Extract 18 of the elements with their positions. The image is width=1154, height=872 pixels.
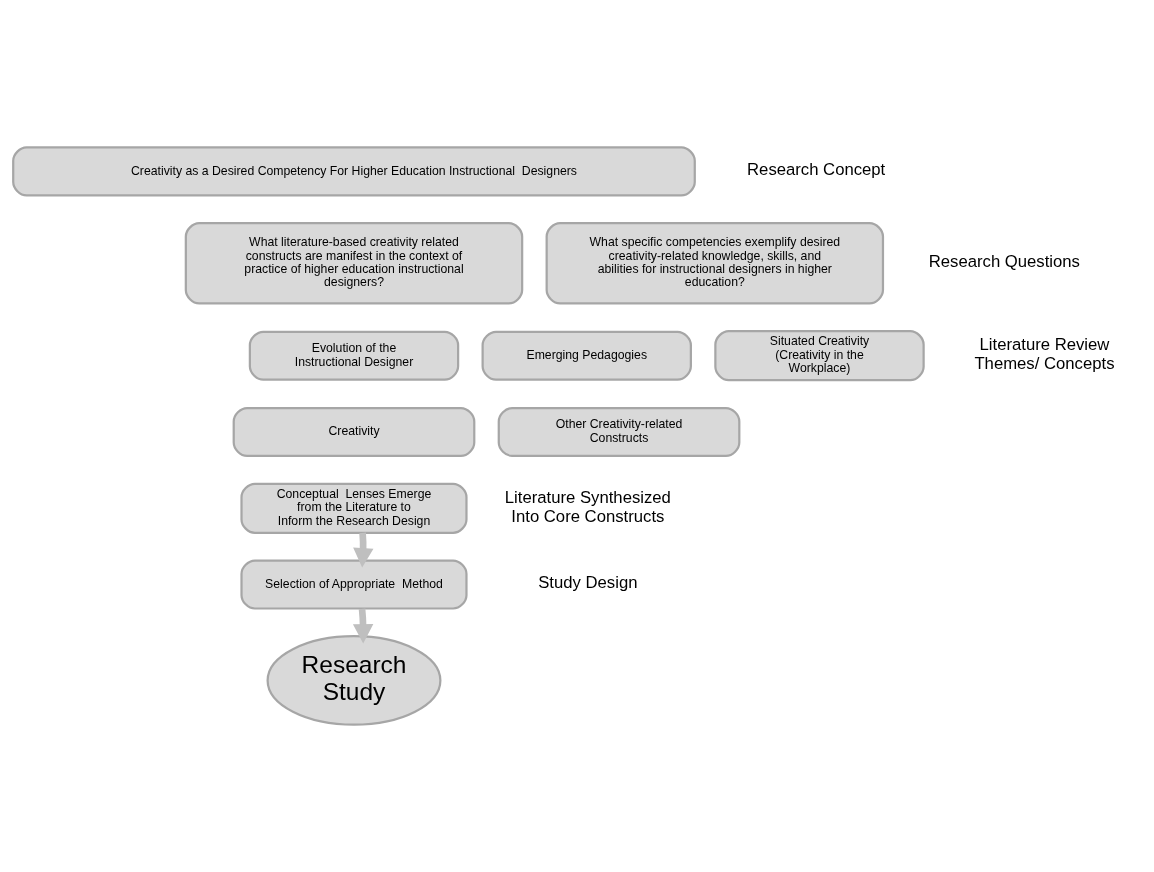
arrow — [352, 608, 374, 644]
node-box: Creativity — [232, 406, 476, 458]
node-box: Evolution of the Instructional Designer — [248, 330, 460, 381]
node-box: What specific competencies exemplify desired creativity-related knowledge, skills, and abilities for instructional designers in higher education? — [545, 222, 885, 305]
node-box: Emerging Pedagogies — [481, 330, 692, 381]
node-box: Conceptual Lenses Emerge from the Literature to Inform the Research Design — [240, 482, 468, 534]
label: Literature Synthesized Into Core Constructs — [504, 487, 671, 526]
node-box: Creativity as a Desired Competency For Higher Education Instructional Designers — [12, 146, 696, 197]
label: Research Questions — [928, 252, 1080, 272]
label: Literature Review Themes/ Concepts — [974, 335, 1115, 374]
label: Research Concept — [747, 160, 886, 180]
node-box: Selection of Appropriate Method — [240, 559, 468, 610]
node-box: Other Creativity-related Constructs — [497, 406, 741, 458]
node-box: Situated Creativity (Creativity in the Workplace) — [714, 330, 925, 382]
label: Study Design — [538, 573, 638, 593]
node-ellipse: Research Study — [266, 635, 442, 726]
arrow — [353, 532, 374, 568]
node-box: What literature-based creativity related constructs are manifest in the context of practice of higher education instructional designers? — [184, 222, 524, 305]
